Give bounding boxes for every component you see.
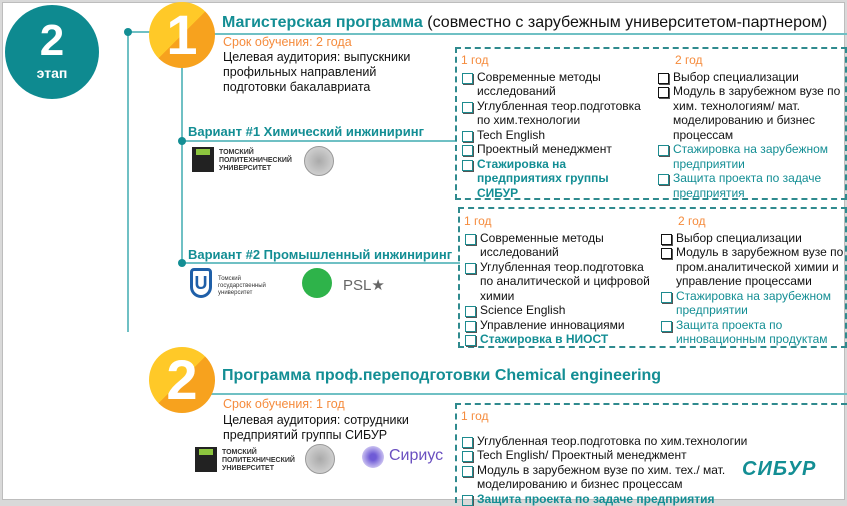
stage-badge: 2 этап	[5, 5, 99, 99]
program-2-audience: Целевая аудитория: сотрудники предприяти…	[223, 413, 409, 443]
course-item: Углубленная теор.подготовка по аналитиче…	[464, 260, 654, 304]
connector-dot	[124, 28, 132, 36]
connector-line	[127, 32, 129, 332]
logo-text: ТОМСКИЙ	[222, 449, 302, 457]
course-item: Углубленная теор.подготовка по хим.техно…	[461, 99, 651, 128]
logo-text: ПОЛИТЕХНИЧЕСКИЙ	[222, 457, 302, 465]
tsu-logo-icon: U	[190, 268, 212, 298]
tsu-logo-text: Томский государственный университет	[218, 276, 273, 297]
sirius-logo-icon	[362, 446, 384, 468]
course-item: Углубленная теор.подготовка по хим.техно…	[461, 434, 761, 449]
course-item: Science English	[464, 303, 654, 318]
logo-text: УНИВЕРСИТЕТ	[219, 165, 299, 173]
course-item: Стажировка на зарубежном предприятии	[660, 289, 846, 318]
course-item: Управление инновациями	[464, 318, 654, 333]
program-1-title-note: (совместно с зарубежным университетом-па…	[427, 14, 827, 31]
program-2-title: Программа проф.переподготовки Chemical e…	[222, 367, 661, 385]
audience-line: профильных направлений	[223, 65, 410, 80]
program-1-duration: Срок обучения: 2 года	[223, 35, 352, 50]
psl-logo: PSL★	[343, 276, 385, 294]
variant-1-label: Вариант #1 Химический инжиниринг	[188, 124, 424, 139]
program-2-duration: Срок обучения: 1 год	[223, 397, 345, 412]
course-item: Модуль в зарубежном вузе по хим. тех./ м…	[461, 463, 731, 492]
audience-line: Целевая аудитория: выпускники	[223, 50, 410, 65]
logo-text: ПОЛИТЕХНИЧЕСКИЙ	[219, 157, 299, 165]
course-item: Tech English	[461, 128, 651, 143]
year-label: 2 год	[657, 53, 845, 68]
variant-2-line	[182, 262, 460, 264]
variant-2-label: Вариант #2 Промышленный инжиниринг	[188, 247, 452, 262]
year-1-column: 1 год Современные методы исследований Уг…	[464, 214, 654, 347]
year-label: 1 год	[461, 53, 651, 68]
audience-line: предприятий группы СИБУР	[223, 428, 409, 443]
stage-number: 2	[5, 19, 99, 63]
chimie-paris-logo	[302, 268, 332, 298]
course-item-internship: Стажировка в НИОСТ	[464, 332, 654, 347]
course-item: Модуль в зарубежном вузе по хим. техноло…	[657, 84, 845, 142]
title-underline	[205, 393, 847, 395]
connector-line	[181, 60, 183, 265]
course-item: Защита проекта по инновационным продукта…	[660, 318, 846, 347]
course-item: Проектный менеджмент	[461, 142, 651, 157]
year-1-column: 1 год Углубленная теор.подготовка по хим…	[461, 409, 761, 506]
course-item: Выбор специализации	[660, 231, 846, 246]
university-seal-logo	[304, 146, 334, 176]
sibur-logo: СИБУР	[742, 458, 816, 481]
program-2-curriculum-box: 1 год Углубленная теор.подготовка по хим…	[455, 403, 847, 503]
variant-2-curriculum-box: 1 год Современные методы исследований Уг…	[458, 207, 847, 348]
program-1-title-text: Магистерская программа	[222, 14, 423, 31]
course-item: Выбор специализации	[657, 70, 845, 85]
year-2-column: 2 год Выбор специализации Модуль в заруб…	[660, 214, 846, 347]
program-2-number-badge: 2	[149, 347, 215, 413]
program-1-title: Магистерская программа (совместно с зару…	[222, 14, 827, 32]
year-label: 1 год	[464, 214, 654, 229]
connector-dot	[178, 259, 186, 267]
program-1-audience: Целевая аудитория: выпускники профильных…	[223, 50, 410, 95]
course-item: Защита проекта по задаче предприятия	[657, 171, 845, 200]
sirius-logo-text: Сириус	[389, 447, 443, 465]
variant-1-line	[182, 140, 457, 142]
logo-text: УНИВЕРСИТЕТ	[222, 465, 302, 473]
year-label: 1 год	[461, 409, 761, 424]
course-item: Современные методы исследований	[464, 231, 654, 260]
audience-line: Целевая аудитория: сотрудники	[223, 413, 409, 428]
connector-dot	[178, 137, 186, 145]
audience-line: подготовки бакалавриата	[223, 80, 410, 95]
year-1-column: 1 год Современные методы исследований Уг…	[461, 53, 651, 200]
university-seal-logo	[305, 444, 335, 474]
year-label: 2 год	[660, 214, 846, 229]
year-2-column: 2 год Выбор специализации Модуль в заруб…	[657, 53, 845, 200]
stage-label: этап	[5, 65, 99, 81]
course-item: Модуль в зарубежном вузе по пром.аналити…	[660, 245, 846, 289]
course-item-internship: Стажировка на предприятиях группы СИБУР	[461, 157, 651, 201]
course-item: Современные методы исследований	[461, 70, 651, 99]
variant-1-curriculum-box: 1 год Современные методы исследований Уг…	[455, 47, 847, 200]
course-item: Стажировка на зарубежном предприятии	[657, 142, 845, 171]
course-item: Tech English/ Проектный менеджмент	[461, 448, 761, 463]
program-1-number-badge: 1	[149, 2, 215, 68]
logo-text: ТОМСКИЙ	[219, 149, 299, 157]
